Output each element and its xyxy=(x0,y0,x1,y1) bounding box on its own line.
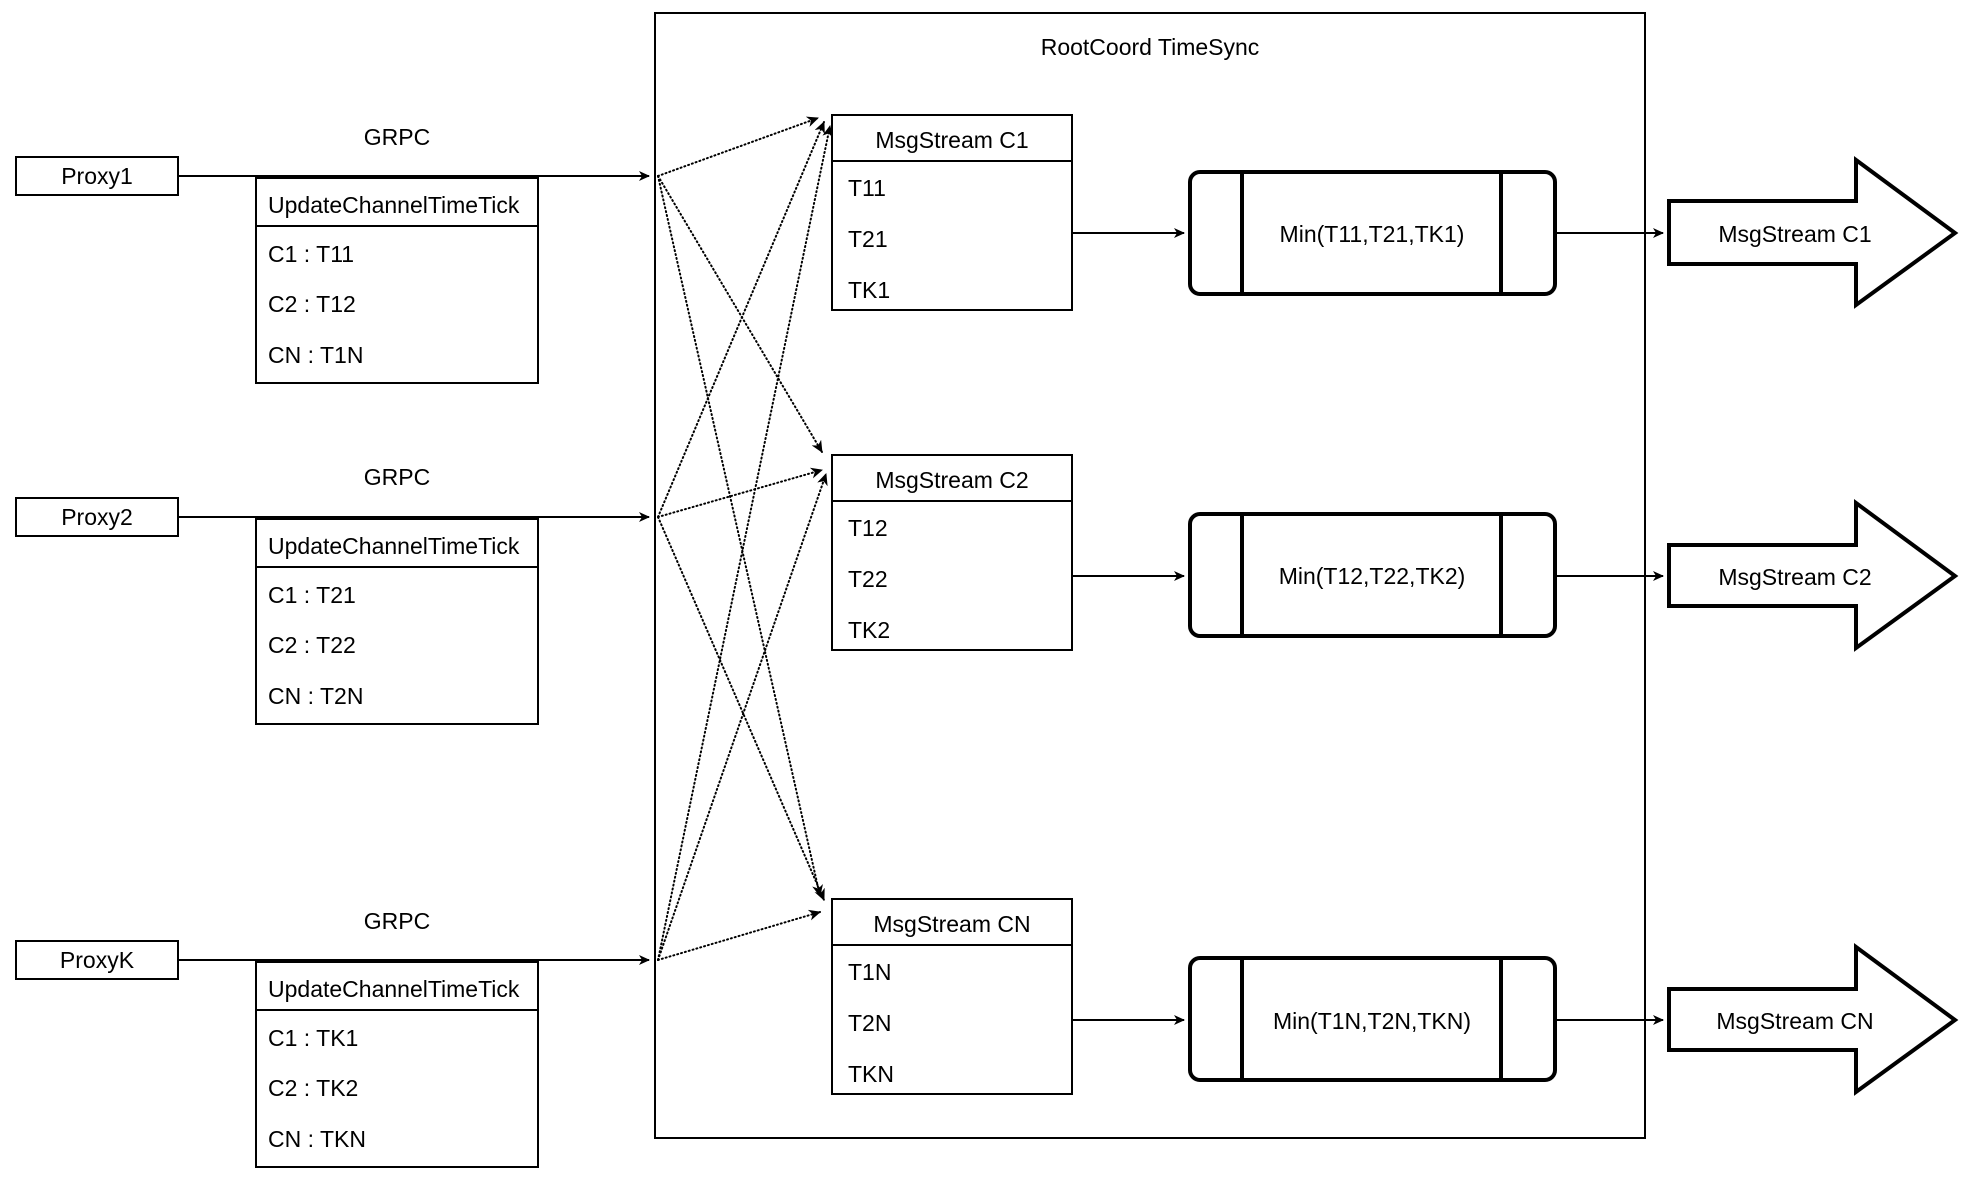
min-label-1: Min(T11,T21,TK1) xyxy=(1280,221,1465,247)
fanout-p1-cn xyxy=(657,175,823,897)
update-channel-timetick-box-2 xyxy=(255,518,539,725)
msgstream-c1-row-2: T21 xyxy=(848,226,888,252)
msgstream-cn-title: MsgStream CN xyxy=(873,911,1030,937)
min-label-2: Min(T12,T22,TK2) xyxy=(1279,563,1466,589)
msgstream-c2-row-2: T22 xyxy=(848,566,888,592)
update-timetick-title-2: UpdateChannelTimeTick xyxy=(268,533,520,559)
msgstream-c1-row-1: T11 xyxy=(848,175,886,201)
update-timetick-row-3-2: C2 : TK2 xyxy=(268,1075,358,1101)
timetick-fanout-connectors xyxy=(657,116,834,961)
update-timetick-title-1: UpdateChannelTimeTick xyxy=(268,192,520,218)
msgstream-c2-box xyxy=(831,454,1073,651)
msgstream-c1-row-3: TK1 xyxy=(848,277,890,303)
msgstream-c1-title: MsgStream C1 xyxy=(875,127,1028,153)
output-msgstream-cn-label: MsgStream CN xyxy=(1716,1008,1873,1034)
channel-group-n: MsgStream CN T1N T2N TKN Min(T1N,T2N,TKN… xyxy=(831,898,1959,1096)
fanout-p2-cn xyxy=(657,516,825,901)
rootcoord-title: RootCoord TimeSync xyxy=(1041,34,1260,60)
msgstream-c1-box xyxy=(831,114,1073,311)
output-msgstream-cn-arrow xyxy=(1667,943,1959,1096)
output-msgstream-c1-arrow xyxy=(1667,156,1959,309)
msgstream-c2-title: MsgStream C2 xyxy=(875,467,1028,493)
fanout-p1-c1 xyxy=(657,116,819,177)
proxyk-label: ProxyK xyxy=(60,947,135,973)
msgstream-cn-box xyxy=(831,898,1073,1095)
msgstream-cn-row-3: TKN xyxy=(848,1061,894,1087)
channel-group-1: MsgStream C1 T11 T21 TK1 Min(T11,T21,TK1… xyxy=(831,114,1959,311)
grpc-label-3: GRPC xyxy=(364,908,430,934)
fanout-pk-cn xyxy=(657,909,821,961)
proxy-row-2: Proxy2 GRPC UpdateChannelTimeTick C1 : T… xyxy=(15,464,650,725)
min-label-n: Min(T1N,T2N,TKN) xyxy=(1273,1008,1471,1034)
update-timetick-row-2-3: CN : T2N xyxy=(268,683,363,709)
proxy-row-1: Proxy1 GRPC UpdateChannelTimeTick C1 : T… xyxy=(15,124,650,384)
update-timetick-title-3: UpdateChannelTimeTick xyxy=(268,976,520,1002)
proxyk-box[interactable] xyxy=(15,940,179,980)
update-timetick-row-1-1: C1 : T11 xyxy=(268,241,354,267)
update-timetick-row-2-1: C1 : T21 xyxy=(268,582,356,608)
channel-group-2: MsgStream C2 T12 T22 TK2 Min(T12,T22,TK2… xyxy=(831,454,1959,652)
update-channel-timetick-box-1 xyxy=(255,177,539,384)
msgstream-cn-row-1: T1N xyxy=(848,959,891,985)
update-timetick-row-2-2: C2 : T22 xyxy=(268,632,356,658)
proxy1-box[interactable] xyxy=(15,156,179,196)
fanout-p2-c2 xyxy=(657,467,823,518)
update-timetick-row-3-3: CN : TKN xyxy=(268,1126,366,1152)
output-msgstream-c2-label: MsgStream C2 xyxy=(1718,564,1871,590)
update-channel-timetick-box-3 xyxy=(255,961,539,1168)
output-msgstream-c1-label: MsgStream C1 xyxy=(1718,221,1871,247)
update-timetick-row-1-2: C2 : T12 xyxy=(268,291,356,317)
update-timetick-row-1-3: CN : T1N xyxy=(268,342,363,368)
proxy1-label: Proxy1 xyxy=(61,163,133,189)
msgstream-cn-row-2: T2N xyxy=(848,1010,891,1036)
proxy2-label: Proxy2 xyxy=(61,504,133,530)
grpc-label-2: GRPC xyxy=(364,464,430,490)
msgstream-c2-row-1: T12 xyxy=(848,515,888,541)
proxy-row-3: ProxyK GRPC UpdateChannelTimeTick C1 : T… xyxy=(15,908,650,1168)
grpc-label-1: GRPC xyxy=(364,124,430,150)
msgstream-c2-row-3: TK2 xyxy=(848,617,890,643)
fanout-pk-c2 xyxy=(657,473,828,961)
update-timetick-row-3-1: C1 : TK1 xyxy=(268,1025,358,1051)
fanout-pk-c1 xyxy=(657,125,834,961)
fanout-p1-c2 xyxy=(657,175,823,453)
fanout-p2-c1 xyxy=(657,121,825,518)
output-msgstream-c2-arrow xyxy=(1667,499,1959,652)
